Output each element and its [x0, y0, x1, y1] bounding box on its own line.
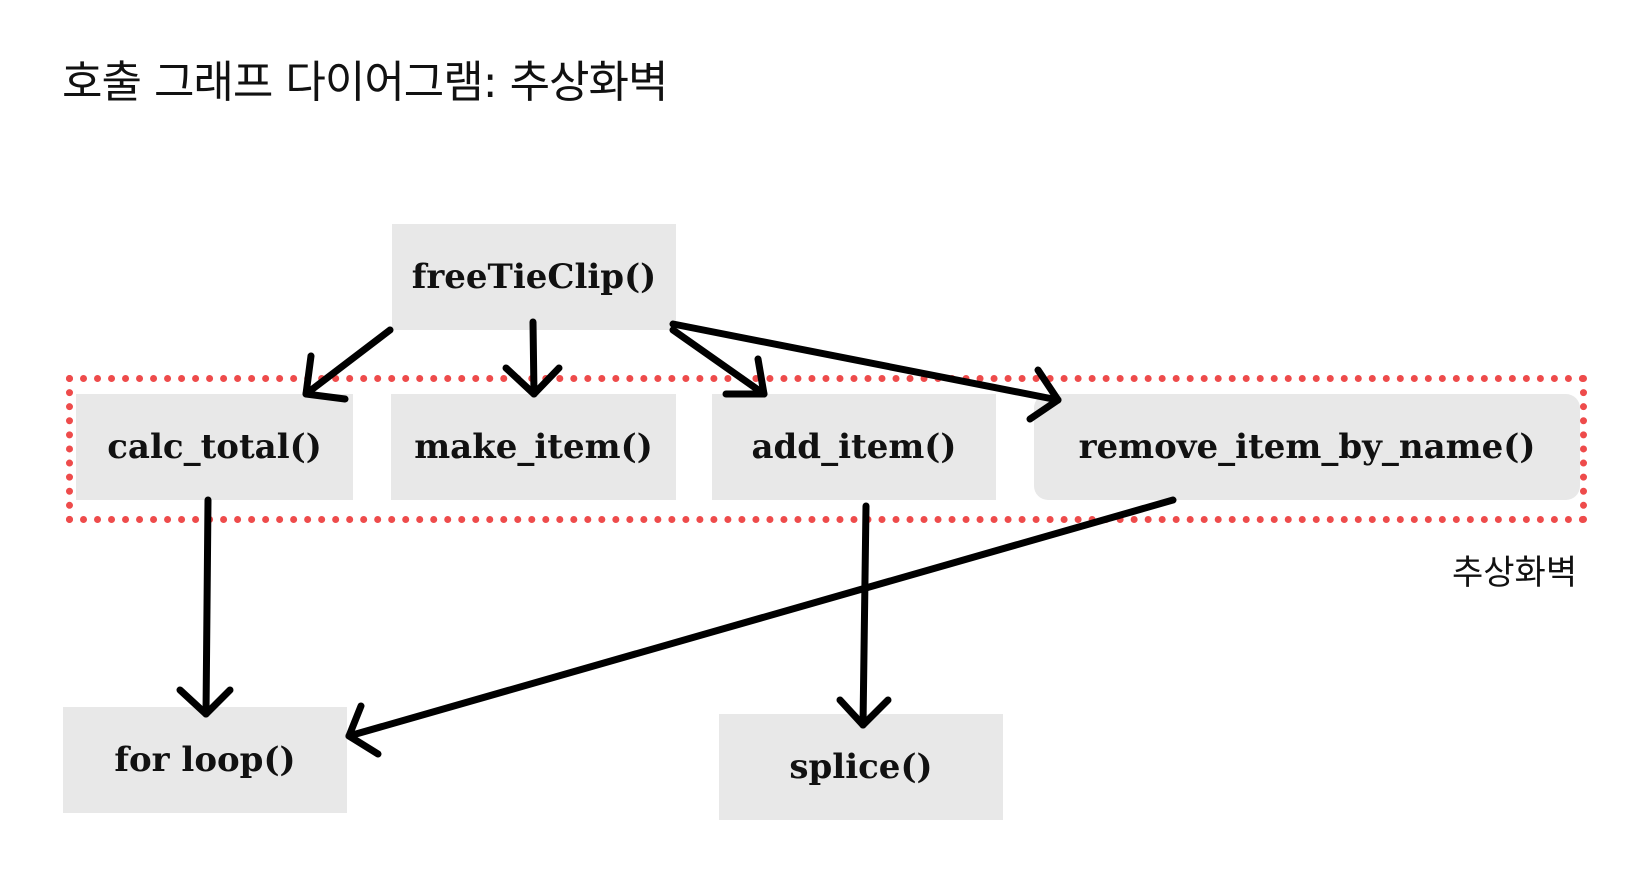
abstraction-wall-label: 추상화벽 — [1452, 553, 1578, 593]
arrow-add-item-to-splice — [836, 502, 892, 729]
node-splice: splice() — [719, 714, 1003, 820]
node-add-item: add_item() — [712, 394, 996, 500]
page-title: 호출 그래프 다이어그램: 추상화벽 — [62, 57, 669, 108]
node-for-loop: for loop() — [63, 707, 347, 813]
node-make-item: make_item() — [391, 394, 676, 500]
node-calc-total: calc_total() — [76, 394, 353, 500]
arrow-calc-total-to-for-loop — [176, 496, 234, 718]
node-free-tie-clip: freeTieClip() — [392, 224, 676, 330]
node-remove-item-by-name: remove_item_by_name() — [1034, 394, 1580, 500]
